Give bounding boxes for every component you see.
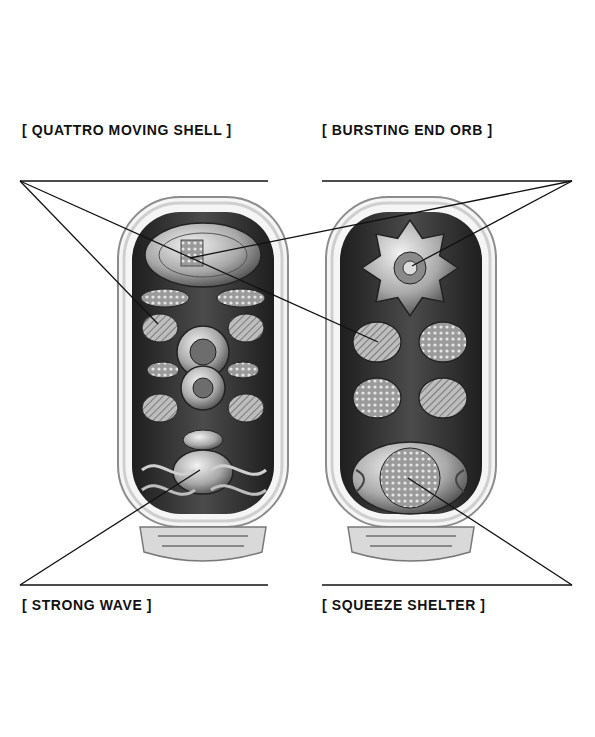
part-label: [ QUATTRO MOVING SHELL ]: [22, 122, 232, 138]
part-label: [ STRONG WAVE ]: [22, 597, 152, 613]
right-device: [326, 197, 496, 561]
part-label: [ SQUEEZE SHELTER ]: [322, 597, 486, 613]
part-label: [ BURSTING END ORB ]: [322, 122, 493, 138]
leader-lines: [20, 181, 572, 585]
